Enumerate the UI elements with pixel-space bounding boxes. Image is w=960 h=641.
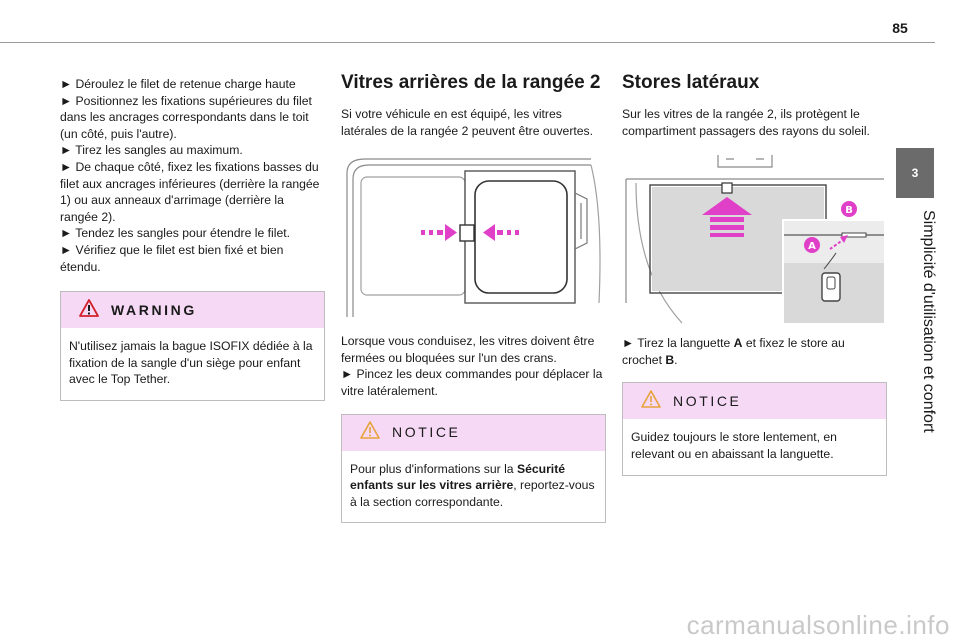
notice-text: Guidez toujours le store lentement, en r…	[631, 430, 837, 461]
warning-triangle-icon	[79, 298, 99, 322]
instr-hook-letter: B	[665, 352, 675, 367]
notice-title: NOTICE	[673, 393, 742, 410]
chapter-title: Simplicité d'utilisation et confort	[920, 210, 937, 433]
sunblind-illustration: B A	[622, 153, 884, 326]
instr-tab-letter: A	[733, 336, 743, 351]
warning-title: WARNING	[111, 301, 197, 318]
instr-part: .	[674, 352, 678, 367]
instr-part: ► Tirez la languette	[622, 336, 734, 351]
pinch-instruction: ► Pincez les deux commandes pour déplace…	[341, 367, 603, 398]
column-3: Stores latéraux Sur les vitres de la ran…	[622, 72, 887, 476]
step-item: ► Tendez les sangles pour étendre le fil…	[60, 226, 290, 241]
step-item: ► Positionnez les fixations supérieures …	[60, 93, 312, 141]
notice-header: NOTICE	[623, 383, 886, 420]
label-a: A	[808, 241, 816, 252]
notice-box: NOTICE Guidez toujours le store lentemen…	[622, 382, 887, 476]
step-item: ► Tirez les sangles au maximum.	[60, 143, 243, 158]
warning-text: N'utilisez jamais la bague ISOFIX dédiée…	[69, 339, 313, 387]
notice-header: NOTICE	[342, 414, 605, 451]
step-item: ► Déroulez le filet de retenue charge ha…	[60, 77, 296, 91]
warning-box: WARNING N'utilisez jamais la bague ISOFI…	[60, 291, 325, 401]
chapter-tab[interactable]: 3	[896, 148, 934, 198]
page-number: 85	[892, 20, 908, 36]
warning-header: WARNING	[61, 292, 324, 329]
step-item: ► De chaque côté, fixez les fixations ba…	[60, 159, 320, 224]
notice-title: NOTICE	[392, 424, 461, 441]
pull-tab-instruction: ► Tirez la languette A et fixez le store…	[622, 335, 887, 368]
top-rule	[0, 42, 935, 43]
notice-box: NOTICE Pour plus d'informations sur la S…	[341, 413, 606, 524]
notice-text-part: , reportez-vous à la section corresponda…	[350, 478, 595, 509]
notice-triangle-icon	[641, 390, 661, 413]
watermark: carmanualsonline.info	[686, 610, 950, 640]
notice-text-part: Pour plus d'informations sur la	[350, 461, 517, 476]
driving-text: Lorsque vous conduisez, les vitres doive…	[341, 334, 595, 365]
column-1: ► Déroulez le filet de retenue charge ha…	[60, 76, 325, 401]
intro-text: Sur les vitres de la rangée 2, ils protè…	[622, 107, 870, 138]
section-heading: Stores latéraux	[622, 72, 760, 93]
step-item: ► Vérifiez que le filet est bien fixé et…	[60, 242, 284, 274]
intro-text: Si votre véhicule en est équipé, les vit…	[341, 107, 594, 138]
column-2: Vitres arrières de la rangée 2 Si votre …	[341, 72, 606, 524]
notice-triangle-icon	[360, 421, 380, 444]
instr-part: et fixez le store au crochet	[622, 336, 845, 367]
section-heading: Vitres arrières de la rangée 2	[341, 72, 601, 93]
label-b: B	[845, 205, 853, 216]
notice-text: Pour plus d'informations sur la Sécurité…	[342, 451, 605, 523]
notice-link-text: Sécurité enfants sur les vitres arrière	[350, 461, 566, 493]
sliding-window-illustration	[341, 153, 603, 323]
